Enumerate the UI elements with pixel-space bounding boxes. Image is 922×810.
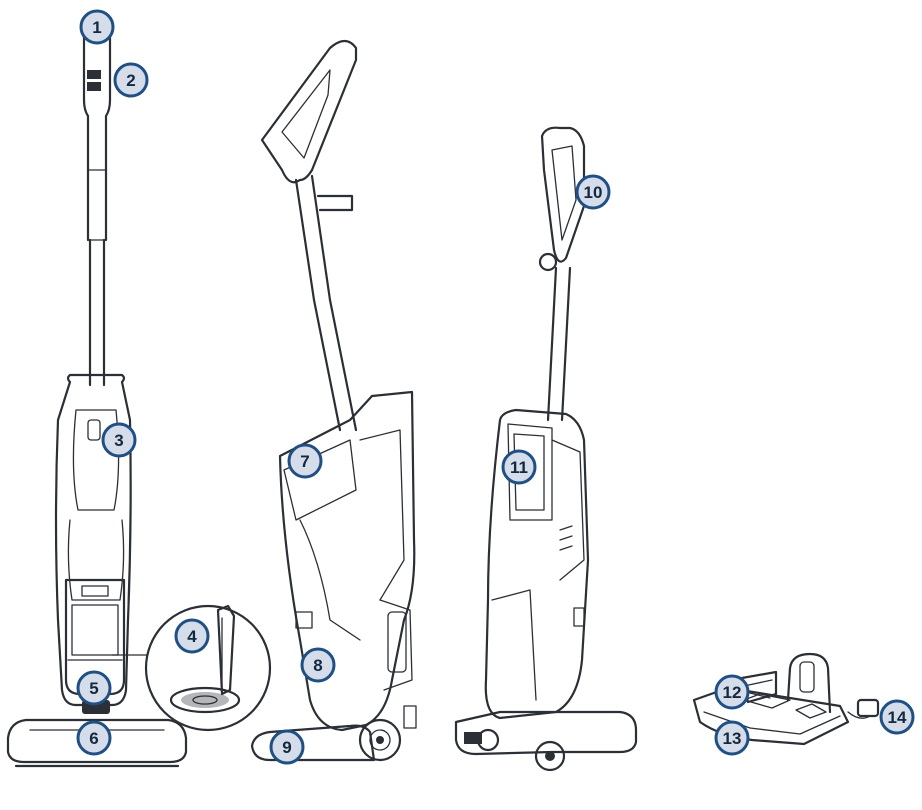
callout-badge (300, 647, 336, 683)
callout-number: 2 (126, 71, 135, 90)
side-body (278, 390, 416, 732)
callout-number: 6 (89, 729, 98, 748)
front-handle-grip (82, 22, 112, 242)
callout-badge (101, 422, 137, 458)
callout-5: 5 (76, 670, 112, 706)
vacuum-side-view-left (250, 39, 417, 762)
callout-badge (714, 720, 750, 756)
callout-number: 14 (888, 708, 907, 727)
callout-badge (76, 670, 112, 706)
callout-badge (879, 699, 915, 735)
rear-body (484, 408, 590, 720)
callout-10: 10 (575, 174, 611, 210)
side-wheel (358, 718, 402, 762)
callout-9: 9 (269, 729, 305, 765)
power-adapter (856, 698, 880, 718)
callout-14: 14 (879, 699, 915, 735)
charging-tray (692, 652, 880, 746)
callout-number: 1 (92, 18, 101, 37)
tray-dock-post (786, 652, 832, 714)
front-handle-buttons (87, 70, 101, 79)
detail-tool-handle (216, 604, 236, 696)
callout-number: 10 (584, 183, 603, 202)
callout-number: 9 (282, 738, 291, 757)
callout-badge (287, 443, 323, 479)
rear-cord-hook (538, 252, 558, 272)
rear-dirty-tank (507, 423, 553, 521)
side-handle-lever (316, 194, 354, 212)
callout-badge (79, 9, 115, 45)
vacuum-side-view-right (454, 126, 638, 772)
callout-4: 4 (174, 618, 210, 654)
callout-number: 5 (89, 679, 98, 698)
side-shaft (312, 298, 358, 432)
side-dirty-tank-handle (283, 439, 357, 521)
rear-shaft (546, 266, 572, 422)
detail-brush-roll-tool (144, 604, 272, 732)
rear-wheel (534, 740, 566, 772)
callout-13: 13 (714, 720, 750, 756)
callout-6: 6 (76, 720, 112, 756)
callout-12: 12 (714, 674, 750, 710)
callout-2: 2 (113, 62, 149, 98)
front-body (54, 373, 132, 707)
callout-11: 11 (501, 449, 537, 485)
callout-1: 1 (79, 9, 115, 45)
callout-number: 13 (723, 729, 742, 748)
side-handle (260, 39, 358, 184)
callout-badge (501, 449, 537, 485)
callout-3: 3 (101, 422, 137, 458)
callout-number: 12 (723, 683, 742, 702)
callout-7: 7 (287, 443, 323, 479)
rear-foot (454, 710, 638, 756)
callout-number: 4 (187, 627, 197, 646)
front-shaft (88, 238, 106, 387)
detail-brush-disc (169, 686, 241, 714)
rear-handle (540, 126, 586, 263)
callout-badge (76, 720, 112, 756)
side-foot (250, 724, 376, 762)
callout-badge (174, 618, 210, 654)
callout-number: 7 (300, 452, 309, 471)
callout-badge (575, 174, 611, 210)
callout-8: 8 (300, 647, 336, 683)
front-brush-roll-window (6, 718, 188, 764)
callout-badge (714, 674, 750, 710)
callout-number: 3 (114, 431, 123, 450)
callout-badge (269, 729, 305, 765)
front-power-button (87, 419, 101, 441)
callout-number: 8 (313, 656, 322, 675)
callout-badge (113, 62, 149, 98)
callout-number: 11 (510, 458, 528, 477)
